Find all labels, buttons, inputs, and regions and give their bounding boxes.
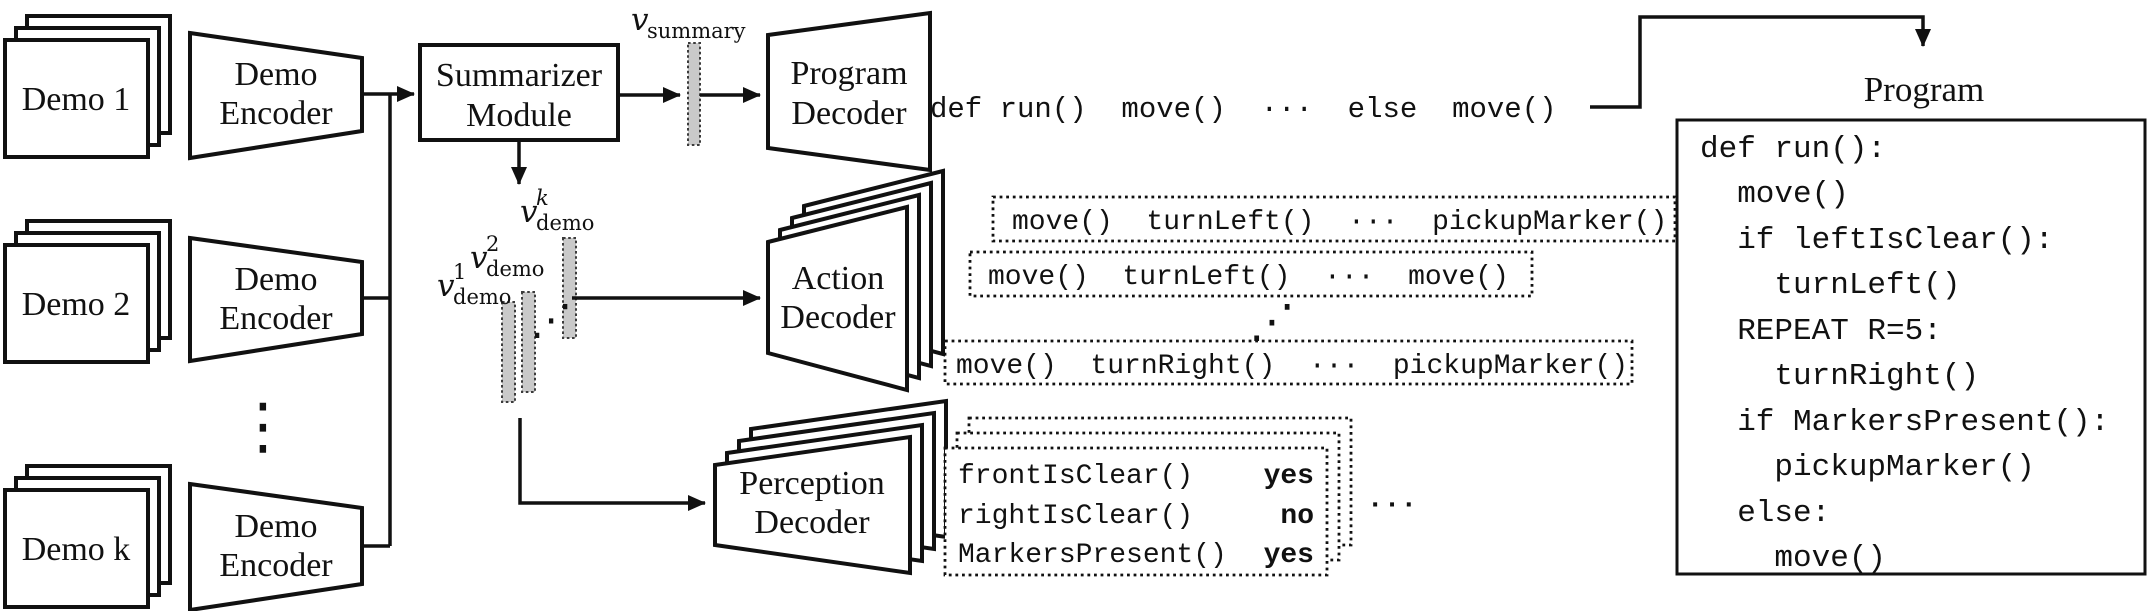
perception-decoder-line2: Decoder bbox=[754, 504, 870, 541]
perception-box-front bbox=[943, 446, 1329, 577]
action-row-2-text: move() turnLeft() ··· move() bbox=[988, 262, 1509, 293]
program-decoder: Program Decoder bbox=[766, 10, 932, 173]
demo-stack-1: Demo 1 bbox=[3, 14, 172, 159]
demo-encoder-1-shape bbox=[188, 30, 364, 161]
perception-horizontal-ellipsis: ··· bbox=[1367, 490, 1417, 521]
summarizer-box bbox=[418, 43, 620, 142]
perception-row-1-answer: yes bbox=[1264, 461, 1314, 492]
code-line-8: pickupMarker() bbox=[1700, 450, 2035, 485]
v-demo-2-bar bbox=[521, 291, 536, 393]
program-decoder-line1: Program bbox=[790, 55, 907, 92]
demo-encoder-2-shape bbox=[188, 235, 364, 364]
demo-encoder-2-line1: Demo bbox=[234, 261, 317, 298]
perception-output-stack: frontIsClear() yes rightIsClear() no Mar… bbox=[943, 416, 1417, 577]
perception-row-2-answer: no bbox=[1280, 501, 1314, 532]
code-line-3: if leftIsClear(): bbox=[1700, 223, 2053, 258]
v-demo-2-base: v bbox=[470, 240, 488, 276]
demo-encoder-1-line2: Encoder bbox=[219, 95, 333, 132]
action-row-3-box bbox=[943, 339, 1634, 386]
v-summary-sub: summary bbox=[647, 19, 746, 43]
v-demo-k-sub: demo bbox=[536, 211, 594, 235]
action-decoder-line2: Decoder bbox=[780, 299, 896, 336]
v-demo-1-sup: 1 bbox=[453, 260, 466, 284]
v-demo-vectors: ⋰ v 1 demo v 2 demo v k demo bbox=[437, 186, 594, 403]
perception-row-1-call: frontIsClear() bbox=[958, 461, 1193, 492]
action-row-2-box bbox=[968, 250, 1534, 298]
v-summary: v summary bbox=[618, 2, 761, 146]
summarizer-line2: Module bbox=[466, 97, 572, 134]
program-decoder-line2: Decoder bbox=[791, 95, 907, 132]
code-line-2: move() bbox=[1700, 177, 1849, 212]
v-demo-k-base: v bbox=[520, 194, 538, 230]
demo-encoder-k-line1: Demo bbox=[234, 508, 317, 545]
code-line-4: turnLeft() bbox=[1700, 268, 1960, 303]
code-line-7: if MarkersPresent(): bbox=[1700, 405, 2109, 440]
v-summary-base: v bbox=[631, 2, 649, 38]
v-summary-bar bbox=[687, 42, 701, 146]
demo-encoder-k: Demo Encoder bbox=[188, 481, 364, 611]
program-box-frame bbox=[1675, 118, 2147, 576]
demo-encoder-2: Demo Encoder bbox=[188, 235, 364, 364]
action-output-rows: move() turnLeft() ··· pickupMarker() mov… bbox=[943, 195, 1677, 386]
demo1-label: Demo 1 bbox=[22, 81, 131, 118]
code-line-5: REPEAT R=5: bbox=[1700, 314, 1942, 349]
action-row-3-text: move() turnRight() ··· pickupMarker() bbox=[956, 351, 1628, 382]
perception-decoder: Perception Decoder bbox=[713, 398, 948, 576]
action-row-1-box bbox=[991, 195, 1677, 243]
demo-encoder-k-line2: Encoder bbox=[219, 547, 333, 584]
inline-program-tokens: def run() move() ··· else move() bbox=[930, 93, 1557, 126]
vdemo-to-perceptiondecoder-arrow bbox=[518, 418, 706, 511]
demok-page-front bbox=[3, 488, 150, 609]
encoder-bus bbox=[362, 86, 415, 548]
summarizer-module: Summarizer Module bbox=[418, 43, 620, 142]
code-line-1: def run(): bbox=[1700, 132, 1886, 167]
action-decoder: Action Decoder bbox=[766, 168, 945, 393]
demo-stack-k: Demo k bbox=[3, 464, 172, 609]
perception-decoder-front bbox=[713, 434, 912, 576]
v-demo-1-sub: demo bbox=[453, 285, 511, 309]
demo-encoder-1: Demo Encoder bbox=[188, 30, 364, 161]
action-decoder-front bbox=[766, 204, 909, 393]
perception-row-3-call: MarkersPresent() bbox=[958, 540, 1227, 571]
demo-stack-2: Demo 2 bbox=[3, 219, 172, 364]
demo-vertical-ellipsis: ⋮ bbox=[232, 389, 294, 462]
action-rows-diagonal-ellipsis: ⋰ bbox=[1249, 294, 1295, 348]
demo-encoder-2-line2: Encoder bbox=[219, 300, 333, 337]
v-demo-1-base: v bbox=[437, 268, 455, 304]
summarizer-line1: Summarizer bbox=[436, 57, 603, 94]
v-demo-2-sup: 2 bbox=[486, 232, 499, 256]
program-title: Program bbox=[1864, 70, 1985, 109]
code-line-10: move() bbox=[1700, 541, 1886, 576]
v-demo-2-sub: demo bbox=[486, 257, 544, 281]
perception-decoder-line1: Perception bbox=[739, 465, 884, 502]
perception-row-3-answer: yes bbox=[1264, 540, 1314, 571]
v-demo-k-sup: k bbox=[536, 186, 549, 210]
demo1-page-front bbox=[3, 38, 150, 159]
action-row-1-text: move() turnLeft() ··· pickupMarker() bbox=[1012, 207, 1667, 238]
code-line-6: turnRight() bbox=[1700, 359, 1979, 394]
program-code-box: def run(): move() if leftIsClear(): turn… bbox=[1675, 118, 2147, 576]
action-decoder-line1: Action bbox=[792, 260, 885, 297]
program-decoder-shape bbox=[766, 10, 932, 173]
demo-encoder-1-line1: Demo bbox=[234, 56, 317, 93]
v-demo-1-bar bbox=[501, 301, 516, 403]
v-demo-k-bar bbox=[562, 237, 577, 339]
v-demo-diagonal-ellipsis: ⋰ bbox=[530, 295, 572, 344]
code-line-9: else: bbox=[1700, 496, 1830, 531]
perception-row-2-call: rightIsClear() bbox=[958, 501, 1193, 532]
demo2-page-front bbox=[3, 243, 150, 364]
demo2-label: Demo 2 bbox=[22, 286, 131, 323]
tokens-to-program-arrow bbox=[1590, 15, 1931, 109]
demok-label: Demo k bbox=[22, 531, 131, 568]
demo-encoder-k-shape bbox=[188, 481, 364, 611]
